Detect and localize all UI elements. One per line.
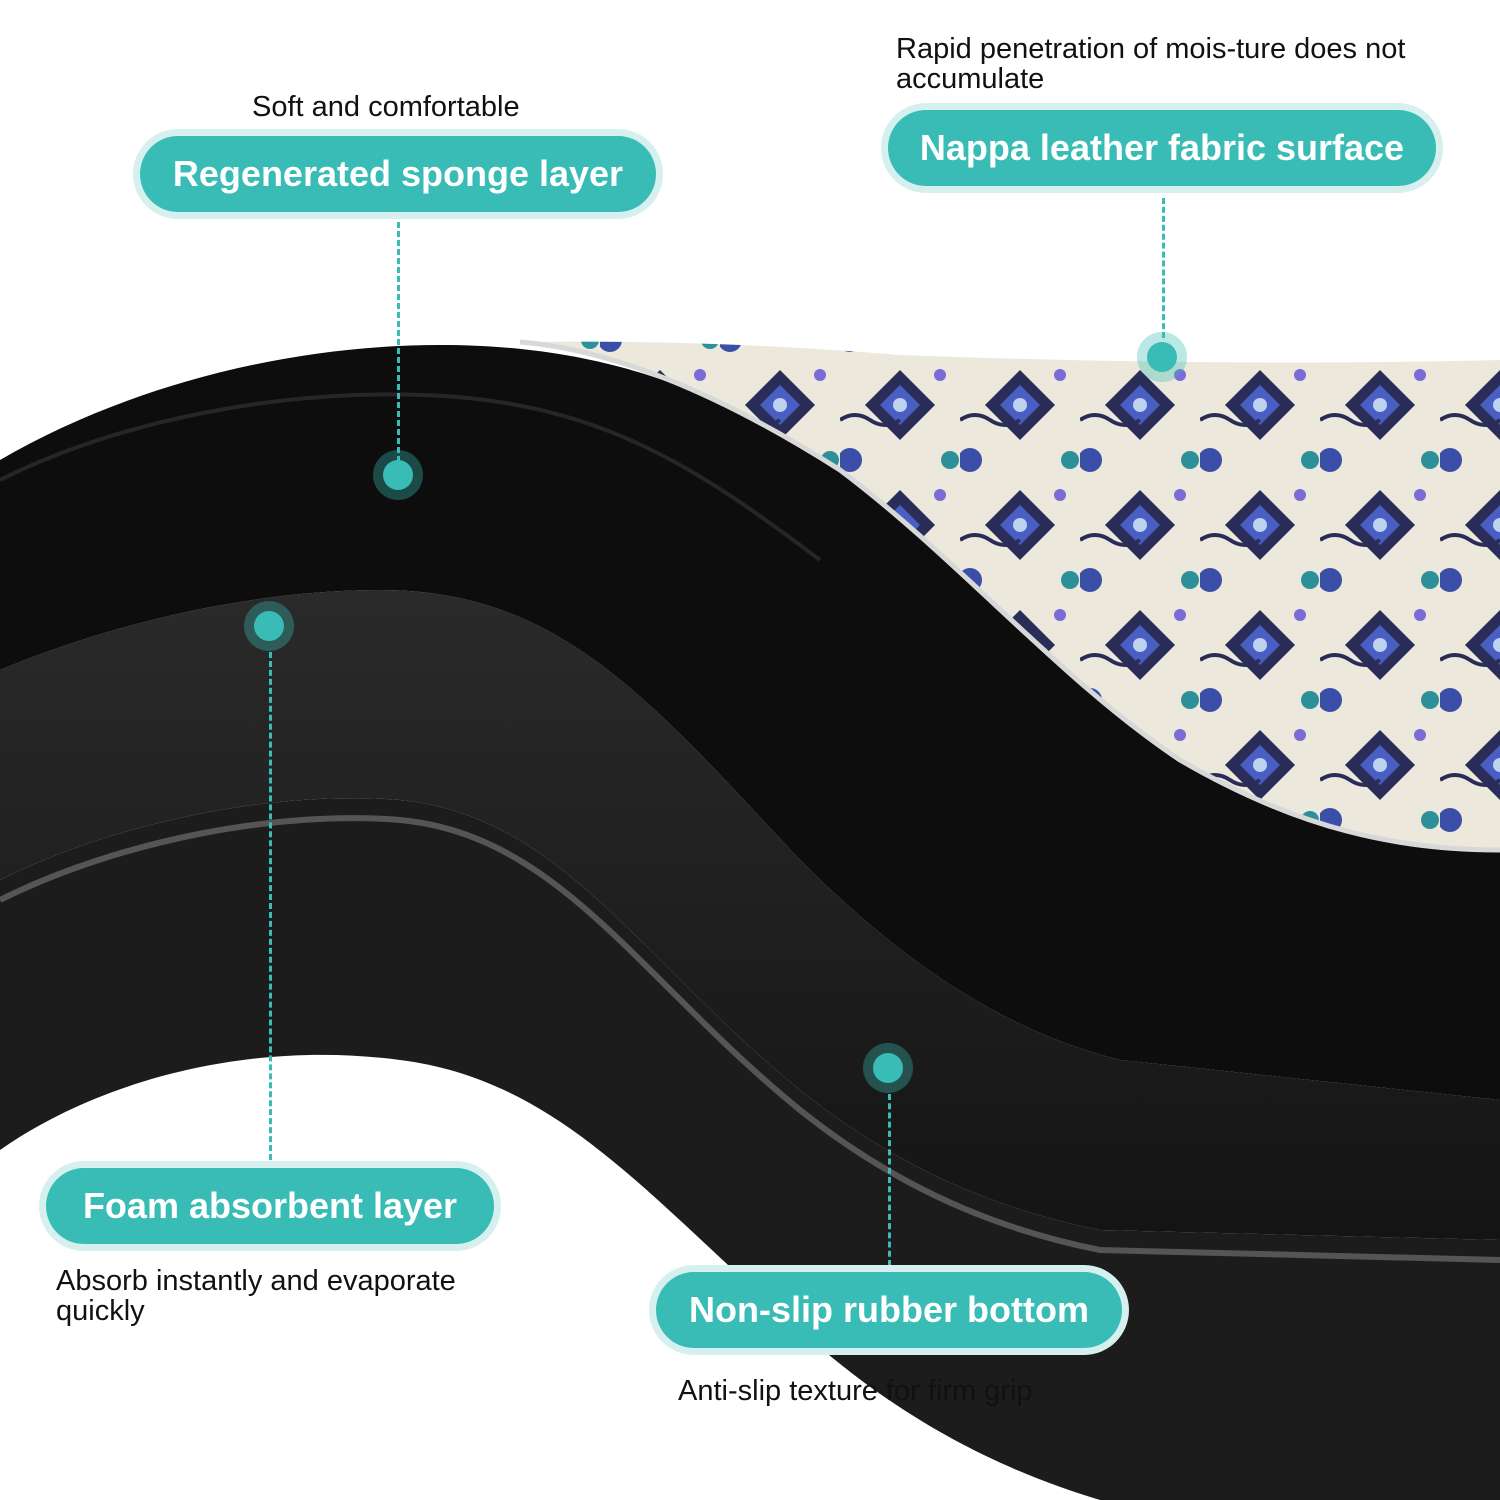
foam-marker: [254, 611, 284, 641]
sponge-marker: [383, 460, 413, 490]
nappa-label: Nappa leather fabric surface: [888, 110, 1436, 186]
sponge-label: Regenerated sponge layer: [140, 136, 656, 212]
nappa-leader-line: [1162, 198, 1165, 338]
rubber-marker: [873, 1053, 903, 1083]
nappa-caption: Rapid penetration of mois-ture does not …: [896, 33, 1406, 95]
sponge-caption: Soft and comfortable: [252, 91, 520, 123]
sponge-leader-line: [397, 222, 400, 462]
foam-label: Foam absorbent layer: [46, 1168, 494, 1244]
foam-leader-line: [269, 652, 272, 1160]
nappa-surface-layer: [520, 341, 1500, 850]
rubber-label: Non-slip rubber bottom: [656, 1272, 1122, 1348]
rubber-caption: Anti-slip texture for firm grip: [678, 1375, 1033, 1407]
foam-caption: Absorb instantly and evaporate quickly: [56, 1265, 456, 1327]
nappa-marker: [1147, 342, 1177, 372]
rubber-bottom-layer: [0, 798, 1500, 1500]
foam-absorbent-layer: [0, 590, 1500, 1240]
rubber-leader-line: [888, 1094, 891, 1266]
sponge-layer: [0, 345, 1500, 1100]
